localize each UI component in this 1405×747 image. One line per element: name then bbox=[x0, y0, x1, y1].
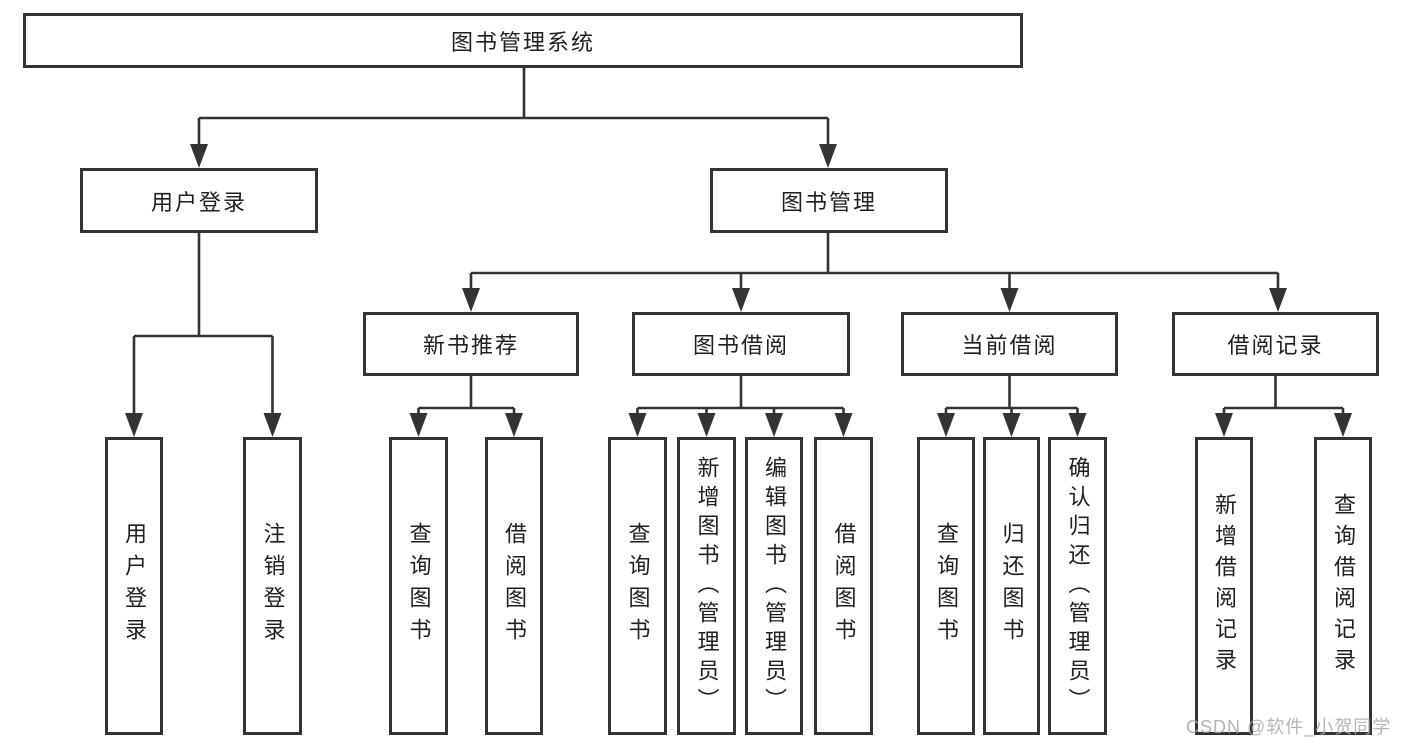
leaf-query-book-1: 查询图书 bbox=[389, 437, 448, 735]
leaf-query-borrow-record: 查询借阅记录 bbox=[1314, 437, 1372, 735]
leaf-add-book-admin-label: 新增图书（管理员） bbox=[694, 455, 720, 717]
connector-borrow-records-children bbox=[1215, 376, 1352, 437]
node-root: 图书管理系统 bbox=[23, 13, 1023, 68]
leaf-borrow-book-1: 借阅图书 bbox=[485, 437, 543, 735]
connector-book-borrow-children bbox=[628, 376, 853, 437]
node-book-borrow: 图书借阅 bbox=[632, 312, 850, 376]
connector-book-management-children bbox=[462, 233, 1287, 312]
leaf-logout: 注销登录 bbox=[243, 437, 302, 735]
leaf-user-login-label: 用户登录 bbox=[122, 522, 147, 650]
leaf-borrow-book-2-label: 借阅图书 bbox=[831, 522, 857, 650]
leaf-query-book-2: 查询图书 bbox=[608, 437, 667, 735]
leaf-logout-label: 注销登录 bbox=[260, 522, 286, 650]
leaf-borrow-book-2: 借阅图书 bbox=[814, 437, 873, 735]
node-user-login: 用户登录 bbox=[80, 168, 318, 233]
node-borrow-records: 借阅记录 bbox=[1172, 312, 1379, 376]
connector-current-borrow-children bbox=[937, 376, 1087, 437]
csdn-watermark: CSDN @软件_小贺同学 bbox=[1186, 717, 1392, 737]
leaf-user-login: 用户登录 bbox=[105, 437, 163, 735]
leaf-query-book-2-label: 查询图书 bbox=[625, 522, 651, 650]
leaf-add-book-admin: 新增图书（管理员） bbox=[677, 437, 736, 735]
leaf-borrow-book-1-label: 借阅图书 bbox=[502, 522, 527, 650]
leaf-query-book-3: 查询图书 bbox=[917, 437, 975, 735]
leaf-return-book: 归还图书 bbox=[983, 437, 1040, 735]
leaf-query-book-3-label: 查询图书 bbox=[934, 522, 959, 650]
leaf-edit-book-admin-label: 编辑图书（管理员） bbox=[762, 455, 787, 717]
connector-root-to-level2 bbox=[190, 68, 837, 168]
node-book-management: 图书管理 bbox=[710, 168, 948, 233]
leaf-confirm-return-admin: 确认归还（管理员） bbox=[1048, 437, 1107, 735]
leaf-edit-book-admin: 编辑图书（管理员） bbox=[745, 437, 803, 735]
leaf-query-book-1-label: 查询图书 bbox=[406, 522, 432, 650]
leaf-add-borrow-record-label: 新增借阅记录 bbox=[1212, 493, 1237, 679]
leaf-return-book-label: 归还图书 bbox=[999, 522, 1025, 650]
connector-user-login-children bbox=[125, 233, 282, 437]
node-new-book-recommend: 新书推荐 bbox=[363, 312, 579, 376]
leaf-query-borrow-record-label: 查询借阅记录 bbox=[1331, 493, 1356, 679]
connector-new-book-recommend-children bbox=[409, 376, 523, 437]
leaf-confirm-return-admin-label: 确认归还（管理员） bbox=[1065, 455, 1091, 717]
node-current-borrow: 当前借阅 bbox=[901, 312, 1118, 376]
leaf-add-borrow-record: 新增借阅记录 bbox=[1195, 437, 1253, 735]
